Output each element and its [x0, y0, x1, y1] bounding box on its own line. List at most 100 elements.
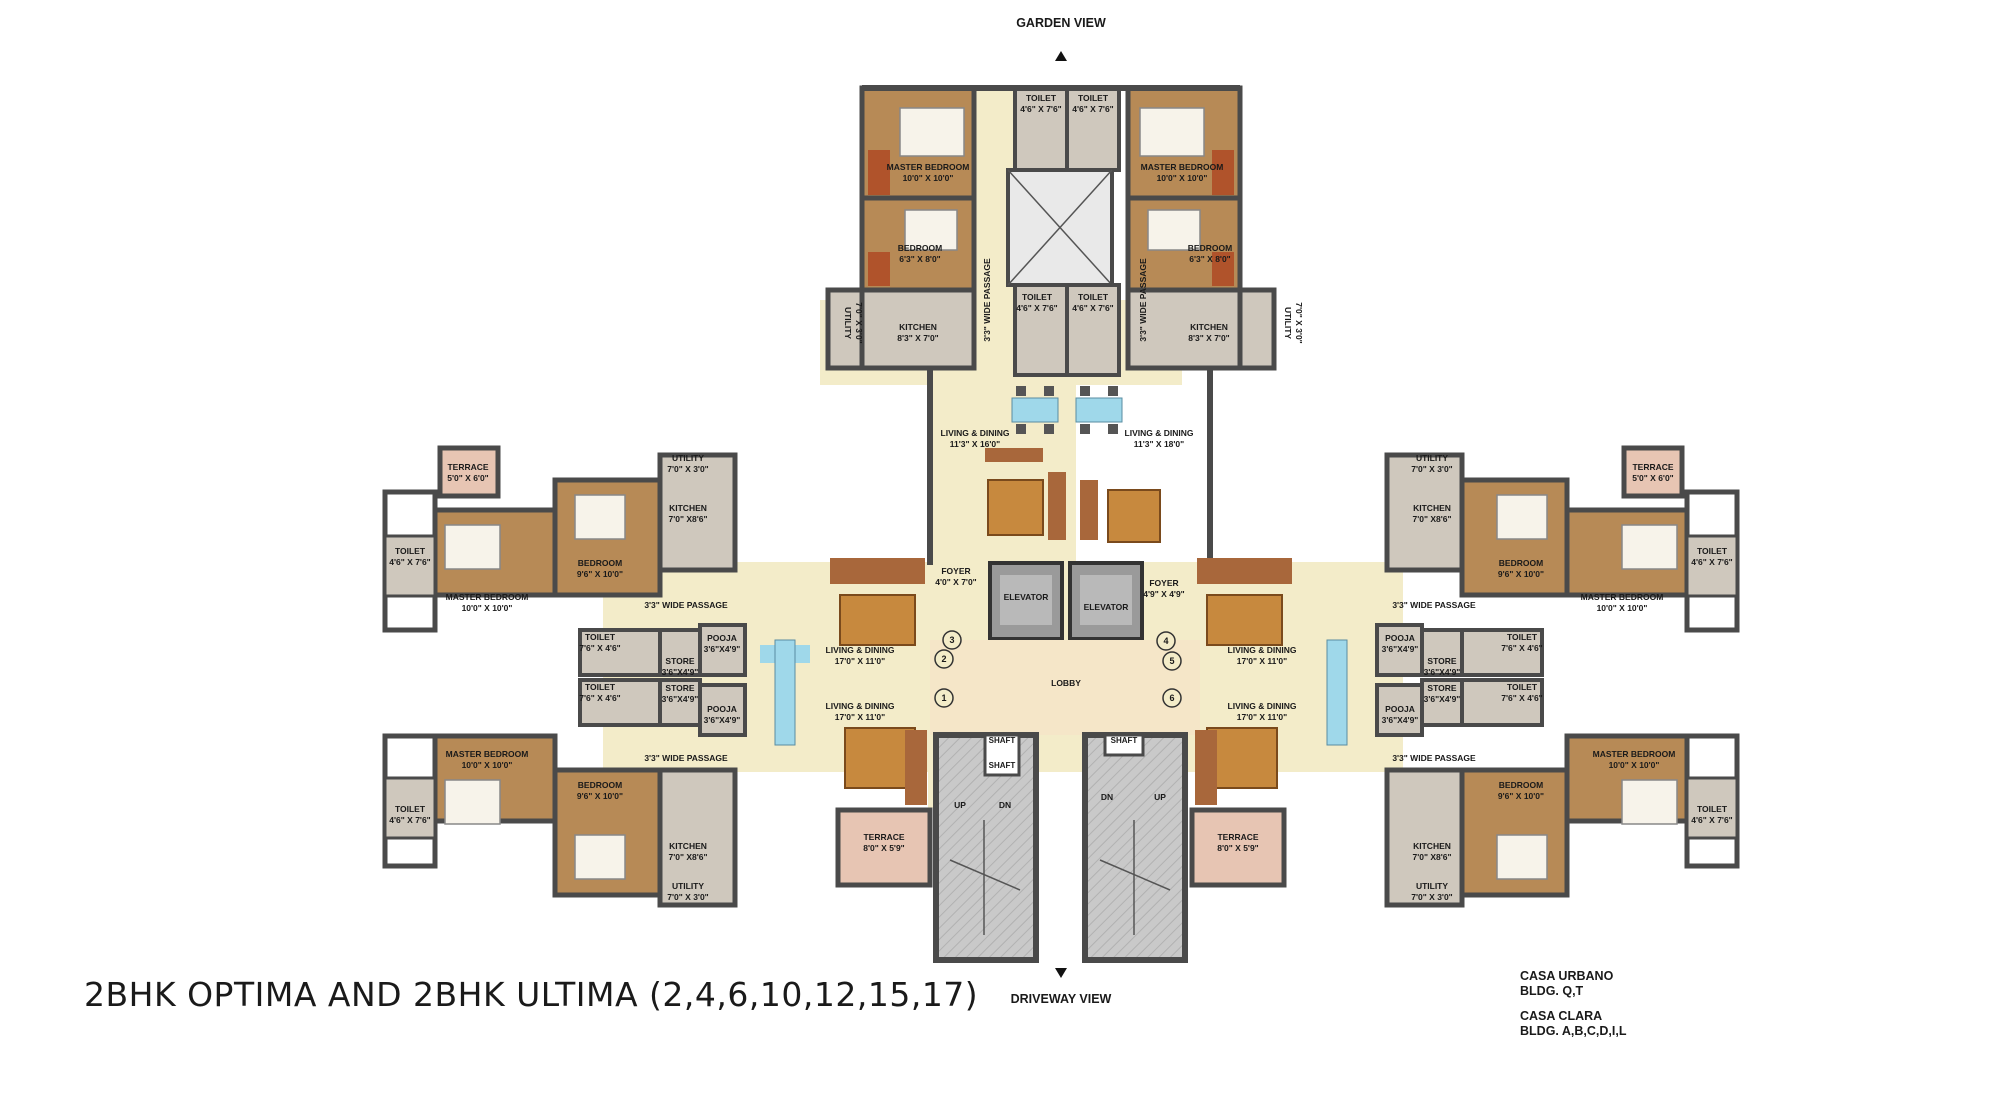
label-toilet-lm2: TOILET	[585, 682, 616, 692]
unit-number-3: 3	[949, 635, 954, 645]
top-dining-sets	[1011, 386, 1123, 434]
dim-bedroom-rl: 9'6" X 10'0"	[1498, 791, 1544, 801]
dim-toilet-lu: 4'6" X 7'6"	[389, 557, 430, 567]
label-toilet-rm2: TOILET	[1507, 682, 1538, 692]
label-utility-tr: UTILITY	[1283, 307, 1293, 339]
label-master-bedroom-ru: MASTER BEDROOM	[1581, 592, 1664, 602]
garden-view-label: GARDEN VIEW	[1016, 16, 1106, 30]
right-middle-wet	[1189, 623, 1544, 888]
left-middle-wet	[578, 623, 933, 888]
label-foyer-right: FOYER	[1149, 578, 1178, 588]
unit-marker-2	[934, 649, 954, 669]
dim-master-bedroom-tr: 10'0" X 10'0"	[1157, 173, 1208, 183]
label-shaft-1: SHAFT	[989, 736, 1016, 745]
label-store-l1: STORE	[665, 656, 694, 666]
label-stair-dn-right: DN	[1101, 792, 1113, 802]
label-elevator-right: ELEVATOR	[1084, 602, 1129, 612]
label-toilet-lm1: TOILET	[585, 632, 616, 642]
dim-terrace-rl: 8'0" X 5'9"	[1217, 843, 1258, 853]
casa-clara-buildings: BLDG. A,B,C,D,I,L	[1520, 1024, 1627, 1038]
label-living-lu: LIVING & DINING	[826, 645, 895, 655]
plan-title: 2BHK OPTIMA AND 2BHK ULTIMA (2,4,6,10,12…	[84, 975, 979, 1014]
dim-kitchen-tr: 8'3" X 7'0"	[1188, 333, 1229, 343]
dim-toilet-ll: 4'6" X 7'6"	[389, 815, 430, 825]
label-passage-lu: 3'3" WIDE PASSAGE	[644, 600, 728, 610]
label-kitchen-ru: KITCHEN	[1413, 503, 1451, 513]
dim-kitchen-rl: 7'0" X8'6"	[1412, 852, 1451, 862]
dim-master-bedroom-tl: 10'0" X 10'0"	[903, 173, 954, 183]
label-passage-rl: 3'3" WIDE PASSAGE	[1392, 753, 1476, 763]
dim-terrace-lu: 5'0" X 6'0"	[447, 473, 488, 483]
unit-number-markers	[934, 630, 1182, 708]
label-bedroom-tr: BEDROOM	[1188, 243, 1232, 253]
label-pooja-r2: POOJA	[1385, 704, 1415, 714]
right-upper-unit	[1384, 445, 1740, 633]
right-living	[1195, 558, 1348, 805]
unit-number-5: 5	[1169, 656, 1174, 666]
label-master-bedroom-tr: MASTER BEDROOM	[1141, 162, 1224, 172]
top-outer-walls	[862, 85, 1240, 565]
label-living-tl: LIVING & DINING	[941, 428, 1010, 438]
label-toilet-lu: TOILET	[395, 546, 426, 556]
label-master-bedroom-ll: MASTER BEDROOM	[446, 749, 529, 759]
dim-toilet-ru: 4'6" X 7'6"	[1691, 557, 1732, 567]
room-labels: MASTER BEDROOM 10'0" X 10'0" MASTER BEDR…	[389, 93, 1732, 902]
left-living	[760, 558, 927, 805]
dim-utility-rl: 7'0" X 3'0"	[1411, 892, 1452, 902]
label-toilet-t2: TOILET	[1078, 93, 1109, 103]
left-upper-unit	[382, 445, 738, 633]
dim-pooja-r1: 3'6"X4'9"	[1382, 644, 1419, 654]
label-bedroom-ll: BEDROOM	[578, 780, 622, 790]
label-utility-rl: UTILITY	[1416, 881, 1448, 891]
label-passage-ll: 3'3" WIDE PASSAGE	[644, 753, 728, 763]
unit-marker-5	[1162, 651, 1182, 671]
dim-bedroom-tr: 6'3" X 8'0"	[1189, 254, 1230, 264]
label-master-bedroom-tl: MASTER BEDROOM	[887, 162, 970, 172]
dim-master-bedroom-rl: 10'0" X 10'0"	[1609, 760, 1660, 770]
dim-living-ru: 17'0" X 11'0"	[1237, 656, 1287, 666]
dim-store-r2: 3'6"X4'9"	[1424, 694, 1461, 704]
label-living-tr: LIVING & DINING	[1125, 428, 1194, 438]
label-stair-up-left: UP	[954, 800, 966, 810]
dim-kitchen-tl: 8'3" X 7'0"	[897, 333, 938, 343]
unit-marker-4	[1156, 631, 1176, 651]
label-shaft-3: SHAFT	[1111, 736, 1138, 745]
label-bedroom-tl: BEDROOM	[898, 243, 942, 253]
dim-toilet-t4: 4'6" X 7'6"	[1072, 303, 1113, 313]
dim-store-l1: 3'6"X4'9"	[662, 667, 699, 677]
dim-living-tr: 11'3" X 18'0"	[1134, 439, 1184, 449]
right-lower-unit	[1384, 733, 1740, 908]
label-toilet-ll: TOILET	[395, 804, 426, 814]
dim-living-tl: 11'3" X 16'0"	[950, 439, 1000, 449]
top-right-unit	[1125, 85, 1277, 371]
label-toilet-t4: TOILET	[1078, 292, 1109, 302]
casa-urbano-name: CASA URBANO	[1520, 969, 1614, 983]
unit-marker-6	[1162, 688, 1182, 708]
label-utility-ll: UTILITY	[672, 881, 704, 891]
left-lower-unit	[382, 733, 738, 908]
label-toilet-t3: TOILET	[1022, 292, 1053, 302]
dim-utility-tr: 7'0" X 3'0"	[1294, 302, 1304, 343]
label-kitchen-lu: KITCHEN	[669, 503, 707, 513]
casa-urbano-buildings: BLDG. Q,T	[1520, 984, 1584, 998]
dim-bedroom-ru: 9'6" X 10'0"	[1498, 569, 1544, 579]
label-passage-tl: 3'3" WIDE PASSAGE	[982, 258, 992, 342]
dim-foyer-right: 4'9" X 4'9"	[1143, 589, 1184, 599]
dim-kitchen-ru: 7'0" X8'6"	[1412, 514, 1451, 524]
label-kitchen-tl: KITCHEN	[899, 322, 937, 332]
label-utility-lu: UTILITY	[672, 453, 704, 463]
label-elevator-left: ELEVATOR	[1004, 592, 1049, 602]
driveway-view-arrow-icon	[1055, 968, 1067, 978]
unit-number-4: 4	[1163, 636, 1168, 646]
dim-store-l2: 3'6"X4'9"	[662, 694, 699, 704]
dim-store-r1: 3'6"X4'9"	[1424, 667, 1461, 677]
dim-utility-lu: 7'0" X 3'0"	[667, 464, 708, 474]
label-store-l2: STORE	[665, 683, 694, 693]
dim-toilet-lm1: 7'6" X 4'6"	[579, 643, 620, 653]
dim-toilet-t2: 4'6" X 7'6"	[1072, 104, 1113, 114]
label-bedroom-lu: BEDROOM	[578, 558, 622, 568]
dim-bedroom-tl: 6'3" X 8'0"	[899, 254, 940, 264]
dim-foyer-left: 4'0" X 7'0"	[935, 577, 976, 587]
dim-toilet-t3: 4'6" X 7'6"	[1016, 303, 1057, 313]
